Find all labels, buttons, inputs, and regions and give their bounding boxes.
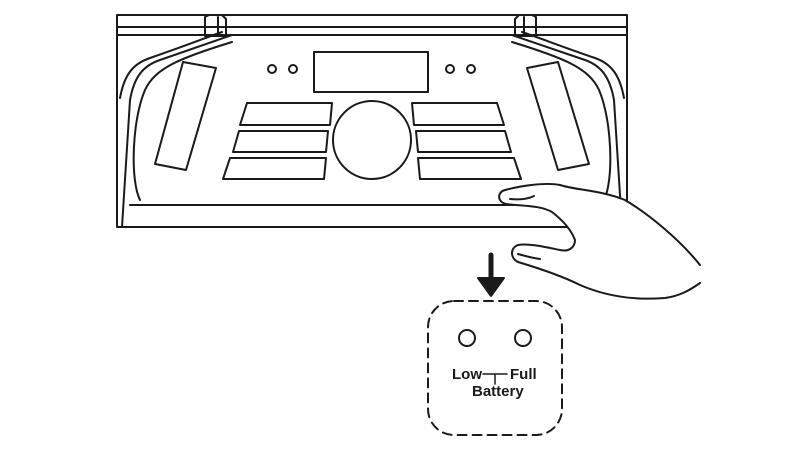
- left-slat-3: [222, 157, 327, 180]
- housing-outline: [116, 14, 628, 228]
- left-light-bar: [154, 61, 217, 171]
- knob-right-2: [466, 64, 476, 74]
- low-led: [458, 329, 476, 347]
- low-label: Low: [452, 366, 482, 383]
- left-handle-bracket: [204, 14, 227, 37]
- full-label: Full: [510, 366, 537, 383]
- right-slat-3: [417, 157, 522, 180]
- fingertip-crease: [509, 195, 535, 201]
- panel-left-edge: [121, 34, 233, 228]
- full-led: [514, 329, 532, 347]
- battery-indicator-panel: [427, 300, 563, 436]
- hand-icon: [498, 182, 701, 300]
- panel-right-contour: [511, 41, 612, 201]
- knob-left-2: [288, 64, 298, 74]
- knob-left-1: [267, 64, 277, 74]
- right-slat-1: [411, 102, 505, 126]
- down-arrow-icon: [477, 252, 505, 297]
- panel-left-edge-outer: [119, 31, 223, 99]
- left-slat-1: [239, 102, 333, 126]
- knob-right-1: [445, 64, 455, 74]
- battery-label: Battery: [472, 383, 524, 400]
- left-slat-2: [232, 130, 329, 153]
- panel-left-contour: [132, 41, 233, 201]
- arrow-head: [477, 277, 505, 297]
- right-slat-2: [415, 130, 512, 153]
- level-connector: [482, 373, 508, 385]
- panel-right-edge: [511, 34, 623, 228]
- center-speaker: [332, 100, 412, 180]
- display-screen: [313, 51, 429, 93]
- finger-crease: [517, 253, 541, 260]
- hand-outline: [498, 182, 701, 300]
- panel-right-edge-outer: [521, 31, 625, 99]
- right-light-bar: [526, 61, 590, 171]
